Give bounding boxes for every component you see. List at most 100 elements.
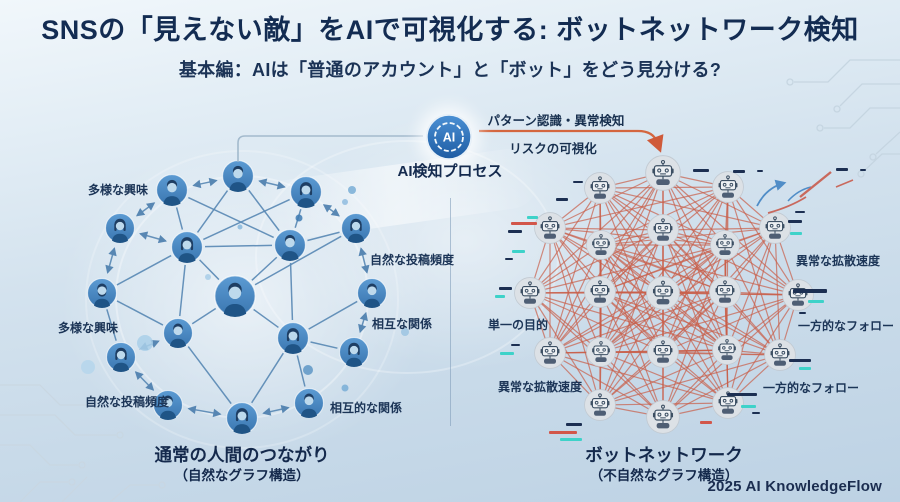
- bot-network-edge: [549, 227, 602, 353]
- bot-network-edge: [600, 244, 664, 353]
- bot-network-edge: [529, 187, 601, 294]
- bot-node: [645, 155, 681, 191]
- bot-node: [710, 230, 740, 260]
- bot-network-edge: [549, 352, 729, 404]
- bot-network-edge: [600, 291, 726, 353]
- bot-node: [647, 214, 679, 246]
- human-network-annotation: 自然な投稿頻度: [370, 253, 455, 267]
- human-node: [156, 174, 188, 207]
- network-to-ai-connector: [237, 135, 423, 162]
- human-node: [341, 213, 371, 243]
- bot-node: [584, 389, 616, 421]
- human-network-edge: [187, 405, 222, 418]
- decor-dot: [401, 328, 409, 336]
- bot-network-edge: [774, 227, 781, 356]
- human-node: [214, 275, 256, 317]
- human-node: [277, 322, 309, 355]
- bot-node: [709, 276, 741, 308]
- human-network-edge: [254, 235, 342, 286]
- human-node: [106, 342, 136, 372]
- bot-network-edge: [662, 354, 781, 418]
- bot-network-edge: [549, 291, 726, 354]
- decor-dot: [303, 365, 313, 375]
- human-network-edge: [116, 300, 164, 326]
- bot-node: [584, 172, 616, 204]
- human-network-edge: [116, 254, 172, 286]
- human-network-edge: [262, 404, 290, 416]
- bot-network-edge: [600, 244, 799, 296]
- left-network-subcaption: （自然なグラフ構造）: [174, 468, 310, 483]
- bot-node: [586, 337, 616, 367]
- human-network-edge: [307, 231, 340, 242]
- bot-network-edge: [549, 187, 601, 354]
- bot-network-edge: [600, 294, 799, 353]
- bot-network-edge: [727, 294, 799, 404]
- bot-network-edge: [662, 292, 781, 356]
- bot-network-edge: [549, 227, 601, 406]
- human-network-annotation: 相互的な関係: [330, 401, 403, 415]
- human-network-edge: [191, 307, 217, 325]
- human-node: [87, 278, 117, 308]
- bot-node: [712, 171, 744, 203]
- human-network-edge: [258, 178, 286, 190]
- bot-network-annotation: 一方的なフォロー: [798, 319, 895, 333]
- credit-text: 2025 AI KnowledgeFlow: [707, 478, 882, 495]
- bot-network-edge: [549, 352, 664, 418]
- ai-to-bots-arrow: [479, 129, 664, 153]
- bot-network-edge: [599, 354, 781, 406]
- bot-network-edge: [662, 244, 726, 418]
- human-node: [153, 390, 183, 420]
- decor-dot: [205, 274, 211, 280]
- decor-dot: [137, 335, 153, 351]
- human-network-edge: [251, 256, 278, 281]
- page-subtitle: 基本編：AIは「普通のアカウント」と「ボット」をどう見分ける?: [178, 59, 722, 80]
- bot-network-edge: [599, 187, 664, 294]
- bot-network-edge: [549, 172, 664, 354]
- human-node: [163, 318, 193, 348]
- bot-network-edge: [600, 244, 664, 418]
- bot-network-annotation: 単一の目的: [488, 318, 549, 332]
- bot-network-edge: [549, 244, 726, 354]
- bot-node: [586, 230, 616, 260]
- gear-flower-icon: [434, 122, 464, 152]
- human-network-edge: [187, 346, 232, 405]
- human-network-edge: [135, 202, 156, 217]
- human-network-edge: [253, 308, 279, 329]
- bot-network-edge: [662, 229, 799, 296]
- bot-network-edge: [529, 292, 664, 353]
- human-node: [105, 213, 135, 243]
- bot-node: [534, 212, 566, 244]
- human-network-annotation: 相互な関係: [372, 317, 433, 331]
- bot-network-edge: [727, 186, 781, 356]
- bot-node: [584, 276, 616, 308]
- bot-network-edge: [662, 294, 799, 353]
- bot-node: [647, 336, 679, 368]
- human-network-edge: [196, 190, 229, 233]
- human-network-edge: [251, 352, 284, 404]
- bot-network-edge: [662, 186, 729, 294]
- bot-node: [712, 335, 742, 365]
- decor-dot: [342, 199, 348, 205]
- human-network-annotation: 自然な投稿頻度: [85, 395, 170, 409]
- human-network-edge: [296, 355, 306, 387]
- bot-node: [782, 279, 814, 311]
- human-node: [294, 388, 324, 418]
- human-network-edge: [289, 262, 294, 321]
- human-network-edge: [175, 207, 184, 230]
- bot-network-annotation: 異常な拡散速度: [796, 254, 881, 268]
- right-network-subcaption: （不自然なグラフ構造）: [589, 468, 739, 483]
- process-step-1: パターン認識・異常検知: [487, 114, 625, 128]
- bot-network-edge: [599, 292, 664, 406]
- human-network-edge: [248, 189, 280, 232]
- human-network-edge: [106, 309, 117, 341]
- panel-divider: [450, 198, 451, 426]
- bot-network-edge: [599, 187, 776, 229]
- human-network-edge: [322, 204, 340, 217]
- decor-dot: [81, 360, 95, 374]
- bot-node: [764, 339, 796, 371]
- ai-process-label: AI検知プロセス: [397, 163, 503, 180]
